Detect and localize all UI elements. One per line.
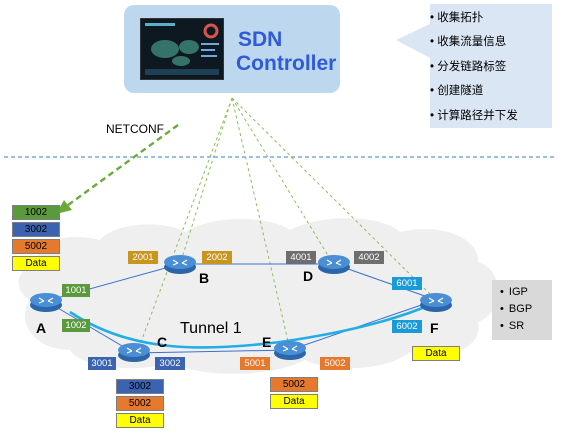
tunnel-label: Tunnel 1 (180, 320, 242, 337)
node-a-label: A (36, 320, 47, 336)
stack-c-label-1: 3002 (116, 379, 164, 394)
node-c-label: C (157, 334, 168, 350)
router-b-icon (164, 255, 196, 274)
node-f-label: F (430, 320, 439, 336)
tag-e-right: 5002 (320, 357, 350, 370)
router-e-icon (274, 341, 306, 360)
function-item: 收集流量信息 (430, 30, 552, 54)
tag-e-left: 5001 (240, 357, 270, 370)
stack-a-label-2: 3002 (12, 222, 60, 237)
router-d-icon (318, 255, 350, 274)
function-item: 计算路径并下发 (430, 104, 552, 128)
stack-a-label-3: 5002 (12, 239, 60, 254)
stack-c-label-2: 5002 (116, 396, 164, 411)
dashboard-screen-image (140, 18, 224, 80)
network-links (45, 263, 437, 354)
protocol-item: BGP (500, 301, 532, 318)
router-f-icon (420, 293, 452, 312)
stack-a-label-1: 1002 (12, 205, 60, 220)
node-e-label: E (262, 334, 272, 350)
tunnel-path (69, 302, 433, 349)
tag-a-b: 1001 (62, 284, 90, 297)
netconf-arrow (63, 124, 179, 209)
tag-c-right: 3002 (155, 357, 185, 370)
controller-title-line1: SDN (238, 28, 283, 51)
node-d-label: D (303, 268, 314, 284)
tag-d-right: 4002 (354, 251, 384, 264)
tag-f-bottom: 6002 (392, 320, 422, 333)
protocol-list: IGP BGP SR (500, 284, 532, 335)
tag-b-left: 2001 (128, 251, 158, 264)
tag-c-left: 3001 (88, 357, 116, 370)
function-item: 分发链路标签 (430, 55, 552, 79)
controller-title-line2: Controller (236, 52, 337, 75)
node-b-label: B (199, 270, 210, 286)
tag-a-c: 1002 (62, 319, 90, 332)
stack-e-label-1: 5002 (270, 377, 318, 392)
function-item: 创建隧道 (430, 79, 552, 103)
function-item: 收集拓扑 (430, 6, 552, 30)
controller-function-list: 收集拓扑 收集流量信息 分发链路标签 创建隧道 计算路径并下发 (430, 6, 552, 128)
router-a-icon (30, 293, 62, 312)
netconf-label: NETCONF (106, 122, 164, 136)
stack-a-data: Data (12, 256, 60, 271)
protocol-item: IGP (500, 284, 532, 301)
tag-b-right: 2002 (202, 251, 232, 264)
stack-f-data: Data (412, 346, 460, 361)
tag-d-left: 4001 (286, 251, 316, 264)
router-c-icon (118, 343, 150, 362)
control-lines (137, 97, 437, 351)
stack-c-data: Data (116, 413, 164, 428)
protocol-item: SR (500, 318, 532, 335)
stack-e-data: Data (270, 394, 318, 409)
tag-f-top: 6001 (392, 277, 422, 290)
